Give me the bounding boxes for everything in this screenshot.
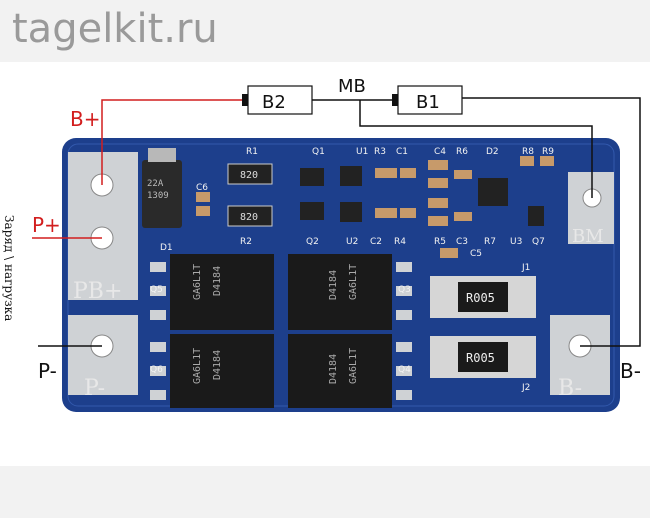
designator: R8 xyxy=(522,147,534,157)
cell-b2 xyxy=(247,85,313,115)
q5-mark: D4184 xyxy=(212,266,223,296)
designator: R4 xyxy=(394,237,406,247)
designator: Q6 xyxy=(150,365,163,375)
designator: Q5 xyxy=(150,285,163,295)
wire-b1-bminus xyxy=(462,97,641,347)
site-title: tagelkit.ru xyxy=(12,6,218,52)
ic-u2 xyxy=(340,202,362,222)
designator: C5 xyxy=(470,249,482,259)
bm-pad xyxy=(568,172,614,244)
b2-label: B2 xyxy=(262,92,286,113)
b1-terminal-mark xyxy=(392,94,398,106)
mosfet-q3: D4184 GA6L1T xyxy=(288,254,392,330)
shunt-j1-mark: R005 xyxy=(466,291,495,305)
ic-q7 xyxy=(528,206,544,226)
designator: R7 xyxy=(484,237,496,247)
designator: U2 xyxy=(346,237,358,247)
ic-q1 xyxy=(300,168,324,186)
mb-label: MB xyxy=(338,76,366,97)
r2-value: 820 xyxy=(240,212,258,223)
designator: Q4 xyxy=(398,365,411,375)
designator: R5 xyxy=(434,237,446,247)
cell-b1 xyxy=(397,85,463,115)
mosfet-q6: D4184 GA6L1T xyxy=(170,334,274,408)
designator: Q7 xyxy=(532,237,545,247)
wire-mb-bm xyxy=(359,100,593,198)
inductor-tab xyxy=(148,148,176,162)
shunt-j2-mark: R005 xyxy=(466,351,495,365)
footer-bar xyxy=(0,466,650,518)
charge-load-text: Заряд \ нагрузка xyxy=(2,215,16,322)
inductor-d1 xyxy=(142,160,182,228)
designator: Q1 xyxy=(312,147,325,157)
resistor-r1 xyxy=(227,163,273,185)
mosfet-pins xyxy=(150,262,412,400)
designator: U1 xyxy=(356,147,368,157)
designator: J2 xyxy=(521,383,530,393)
q3-mark2: GA6L1T xyxy=(348,264,359,300)
designator: C1 xyxy=(396,147,408,157)
p-plus-label: P+ xyxy=(32,213,61,237)
designator: R6 xyxy=(456,147,468,157)
designator: C2 xyxy=(370,237,382,247)
pminus-label: P- xyxy=(84,376,105,401)
p-minus-label: P- xyxy=(38,359,57,383)
designator: C3 xyxy=(456,237,468,247)
mosfet-q4: D4184 GA6L1T xyxy=(288,334,392,408)
pbplus-label: PB+ xyxy=(73,279,122,304)
b1-label: B1 xyxy=(416,92,440,113)
designator: C6 xyxy=(196,183,208,193)
q6-mark: D4184 xyxy=(212,350,223,380)
designator: D2 xyxy=(486,147,499,157)
charge-load-label: Заряд \ нагрузка xyxy=(2,215,28,375)
designator: J1 xyxy=(521,263,530,273)
designator: C4 xyxy=(434,147,446,157)
resistor-r2 xyxy=(227,205,273,227)
wire-b-plus xyxy=(101,99,244,185)
designator: R1 xyxy=(246,147,258,157)
inductor-mark: 22A xyxy=(147,179,164,189)
smd-parts xyxy=(196,156,554,258)
designator: R2 xyxy=(240,237,252,247)
shunt-j2-body xyxy=(458,342,508,372)
q5-mark2: GA6L1T xyxy=(192,264,203,300)
mosfet-q5: D4184 GA6L1T xyxy=(170,254,274,330)
ic-q2 xyxy=(300,202,324,220)
bminus-label: B- xyxy=(558,376,582,401)
q6-mark2: GA6L1T xyxy=(192,348,203,384)
designator-labels: R1 Q1 U1 R3 C1 C4 R6 D2 R8 R9 C6 R2 Q2 U… xyxy=(150,147,554,393)
designator: Q2 xyxy=(306,237,319,247)
b-plus-label: B+ xyxy=(70,107,100,131)
designator: D1 xyxy=(160,243,173,253)
designator: U3 xyxy=(510,237,522,247)
q4-mark2: GA6L1T xyxy=(348,348,359,384)
r1-value: 820 xyxy=(240,170,258,181)
header-bar: tagelkit.ru xyxy=(0,0,650,62)
ic-u1 xyxy=(340,166,362,186)
q3-mark: D4184 xyxy=(328,270,339,300)
bm-label: BM xyxy=(572,226,604,247)
shunt-j1-body xyxy=(458,282,508,312)
b-minus-label: B- xyxy=(620,359,641,383)
inductor-mark-2: 1309 xyxy=(147,191,169,201)
designator: Q3 xyxy=(398,285,411,295)
designator: R3 xyxy=(374,147,386,157)
q4-mark: D4184 xyxy=(328,354,339,384)
ic-d2 xyxy=(478,178,508,206)
designator: R9 xyxy=(542,147,554,157)
b2-terminal-mark xyxy=(242,94,248,106)
